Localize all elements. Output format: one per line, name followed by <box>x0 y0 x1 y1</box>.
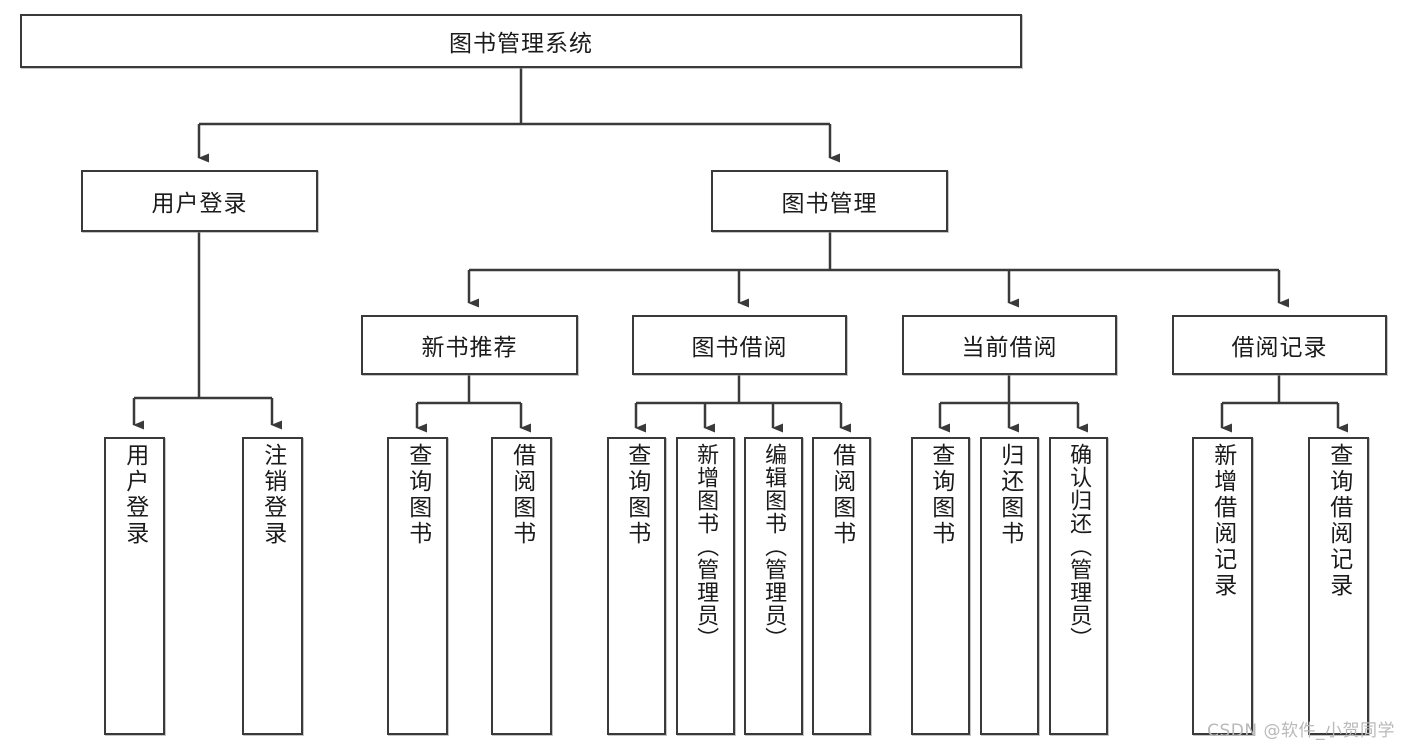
node-leaf-book-borrow-2-label: 新增图书（管理员） <box>693 443 719 650</box>
node-leaf-current-borrow-3[interactable]: 确认归还（管理员） <box>1049 437 1108 735</box>
node-user-login[interactable]: 用户登录 <box>81 170 318 232</box>
node-leaf-book-borrow-3[interactable]: 编辑图书（管理员） <box>744 437 803 735</box>
node-leaf-borrow-record-2[interactable]: 查询借阅记录 <box>1308 437 1369 735</box>
node-leaf-user-login-1-label: 用户登录 <box>121 443 148 547</box>
node-user-login-label: 用户登录 <box>151 191 248 217</box>
node-leaf-new-book-1-label: 查询图书 <box>404 443 431 547</box>
node-leaf-current-borrow-3-label: 确认归还（管理员） <box>1066 443 1092 650</box>
node-leaf-book-borrow-2[interactable]: 新增图书（管理员） <box>676 437 735 735</box>
node-book-borrow-label: 图书借阅 <box>691 335 788 361</box>
node-root-system-label: 图书管理系统 <box>449 31 593 57</box>
node-leaf-current-borrow-2-label: 归还图书 <box>996 443 1023 547</box>
node-leaf-book-borrow-4-label: 借阅图书 <box>828 443 855 547</box>
node-new-book-recommend[interactable]: 新书推荐 <box>361 315 578 375</box>
node-leaf-book-borrow-4[interactable]: 借阅图书 <box>812 437 871 735</box>
node-leaf-current-borrow-1[interactable]: 查询图书 <box>911 437 970 735</box>
node-borrow-record-label: 借阅记录 <box>1231 335 1328 361</box>
node-leaf-book-borrow-1-label: 查询图书 <box>623 443 650 547</box>
node-new-book-recommend-label: 新书推荐 <box>421 335 518 361</box>
node-current-borrow-label: 当前借阅 <box>961 335 1058 361</box>
node-leaf-user-login-2-label: 注销登录 <box>259 443 286 547</box>
node-current-borrow[interactable]: 当前借阅 <box>902 315 1117 375</box>
node-leaf-new-book-1[interactable]: 查询图书 <box>387 437 448 735</box>
node-book-manage-label: 图书管理 <box>781 191 878 217</box>
node-leaf-current-borrow-2[interactable]: 归还图书 <box>980 437 1039 735</box>
node-book-borrow[interactable]: 图书借阅 <box>632 315 847 375</box>
node-leaf-user-login-2[interactable]: 注销登录 <box>242 437 303 735</box>
node-leaf-borrow-record-1[interactable]: 新增借阅记录 <box>1192 437 1253 735</box>
node-book-manage[interactable]: 图书管理 <box>711 170 948 232</box>
node-root-system[interactable]: 图书管理系统 <box>20 14 1022 68</box>
node-leaf-book-borrow-1[interactable]: 查询图书 <box>607 437 666 735</box>
node-leaf-borrow-record-2-label: 查询借阅记录 <box>1325 443 1352 599</box>
node-borrow-record[interactable]: 借阅记录 <box>1172 315 1387 375</box>
node-leaf-new-book-2-label: 借阅图书 <box>508 443 535 547</box>
node-leaf-book-borrow-3-label: 编辑图书（管理员） <box>761 443 787 650</box>
csdn-watermark: CSDN @软件_小贺同学 <box>1207 721 1395 741</box>
node-leaf-user-login-1[interactable]: 用户登录 <box>104 437 165 735</box>
node-leaf-new-book-2[interactable]: 借阅图书 <box>491 437 552 735</box>
node-leaf-current-borrow-1-label: 查询图书 <box>927 443 954 547</box>
node-leaf-borrow-record-1-label: 新增借阅记录 <box>1209 443 1236 599</box>
